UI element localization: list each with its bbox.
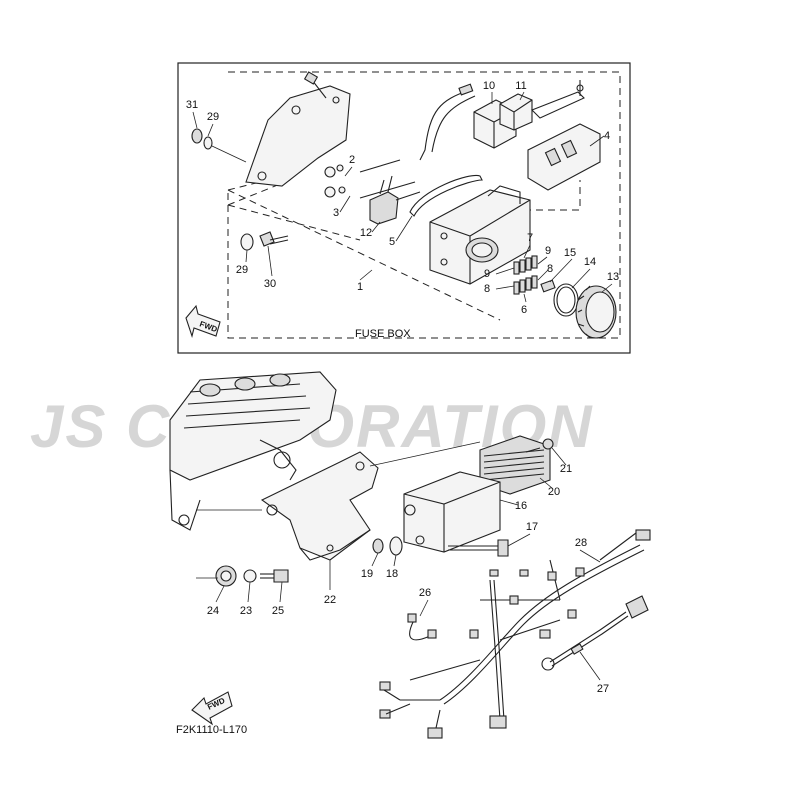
fuse-box-lid — [527, 123, 601, 191]
callout-c9b: 9 — [484, 268, 490, 280]
callout-c15: 15 — [564, 247, 576, 259]
harness-connector-12 — [509, 595, 519, 605]
harness-connector-5 — [635, 529, 651, 541]
bracket-hole-3 — [332, 96, 340, 104]
grommet-18 — [389, 536, 403, 556]
harness-connector-11 — [567, 609, 577, 619]
figure-code: F2K1110-L170 — [176, 724, 247, 736]
harness-wire-top — [419, 89, 471, 161]
o-ring-14 — [553, 283, 579, 317]
callout-c29b: 29 — [236, 264, 248, 276]
harness-connector-8 — [427, 727, 443, 739]
fwd-arrow-bottom: FWD — [191, 691, 233, 726]
callout-c28: 28 — [575, 537, 587, 549]
callout-c16: 16 — [515, 500, 527, 512]
lid-slot-2 — [560, 139, 578, 159]
fuses-6-9 — [513, 255, 538, 295]
callout-c21: 21 — [560, 463, 572, 475]
harness-connector-3 — [547, 571, 557, 581]
callout-c17: 17 — [526, 521, 538, 533]
harness-wire-top-2 — [431, 95, 476, 153]
harness-connector-6 — [379, 681, 391, 691]
callout-c5: 5 — [389, 236, 395, 248]
callout-c11: 11 — [515, 80, 526, 92]
callout-c31: 31 — [186, 99, 198, 111]
callout-c8b: 8 — [484, 283, 490, 295]
harness-connector-10 — [539, 629, 551, 639]
harness-connector-13 — [469, 629, 479, 639]
harness-connector-9 — [489, 715, 507, 729]
cap-13 — [575, 285, 617, 339]
bolt-30 — [259, 231, 289, 247]
callout-c12: 12 — [360, 227, 372, 239]
callout-c4: 4 — [604, 130, 610, 142]
fuse-box-body — [429, 185, 531, 285]
harness-connector-1 — [489, 569, 499, 577]
callout-c13: 13 — [607, 271, 619, 283]
fwd-arrow-top: FWD — [185, 304, 221, 338]
lid-slot-1 — [544, 147, 562, 167]
callout-c7: 7 — [527, 232, 533, 244]
fuse-box-label: FUSE BOX — [355, 328, 411, 340]
callout-c1: 1 — [357, 281, 363, 293]
bracket-hole-2 — [291, 105, 301, 115]
fuse-box-bracket-plate — [245, 85, 351, 187]
callout-c30: 30 — [264, 278, 276, 290]
bracket-22 — [260, 451, 379, 561]
clamp-4 — [531, 91, 585, 119]
callout-c14: 14 — [584, 256, 596, 268]
battery-lead-27 — [541, 595, 649, 671]
callout-c9a: 9 — [545, 245, 551, 257]
callout-leaders — [192, 91, 613, 681]
bracket-leader-2 — [369, 441, 481, 467]
wire-harness-28 — [379, 529, 651, 739]
callout-c18: 18 — [386, 568, 398, 580]
callout-c29a: 29 — [207, 111, 219, 123]
connector-top — [458, 83, 474, 96]
fuse-holder-12 — [369, 175, 421, 225]
fuse-puller-15 — [540, 279, 556, 293]
callout-c19: 19 — [361, 568, 373, 580]
relay-11 — [499, 93, 533, 131]
grommet-24 — [215, 565, 237, 587]
bolt-21 — [525, 438, 554, 453]
callout-c22: 22 — [324, 594, 336, 606]
terminal-3 — [324, 181, 416, 199]
washer-29-bottom — [240, 233, 254, 251]
washer-29-top — [203, 136, 213, 150]
terminal-2 — [324, 159, 401, 178]
bracket-hole-1 — [257, 171, 267, 181]
callout-c8a: 8 — [547, 263, 553, 275]
fuse-box-frame — [177, 62, 631, 354]
callout-c23: 23 — [240, 605, 252, 617]
washer-23 — [243, 569, 257, 583]
bracket-bolt — [303, 71, 327, 99]
callout-c26: 26 — [419, 587, 431, 599]
harness-connector-4 — [575, 567, 585, 577]
nut-31 — [191, 128, 203, 144]
callout-c10: 10 — [483, 80, 495, 92]
callout-c25: 25 — [272, 605, 284, 617]
washer-leader — [211, 145, 247, 163]
lead-wire-26 — [407, 613, 437, 641]
callout-c2: 2 — [349, 154, 355, 166]
engine-cylinder-head — [169, 371, 337, 531]
harness-connector-2 — [519, 569, 529, 577]
callout-c24: 24 — [207, 605, 219, 617]
harness-connector-7 — [379, 709, 391, 719]
callout-c27: 27 — [597, 683, 609, 695]
bolt-17 — [448, 539, 509, 557]
callout-c20: 20 — [548, 486, 560, 498]
callout-c3: 3 — [333, 207, 339, 219]
cdi-unit-16 — [403, 471, 501, 553]
bolt-25 — [260, 569, 289, 583]
callout-c6: 6 — [521, 304, 527, 316]
collar-19 — [372, 538, 384, 554]
gasket-5 — [409, 174, 483, 217]
